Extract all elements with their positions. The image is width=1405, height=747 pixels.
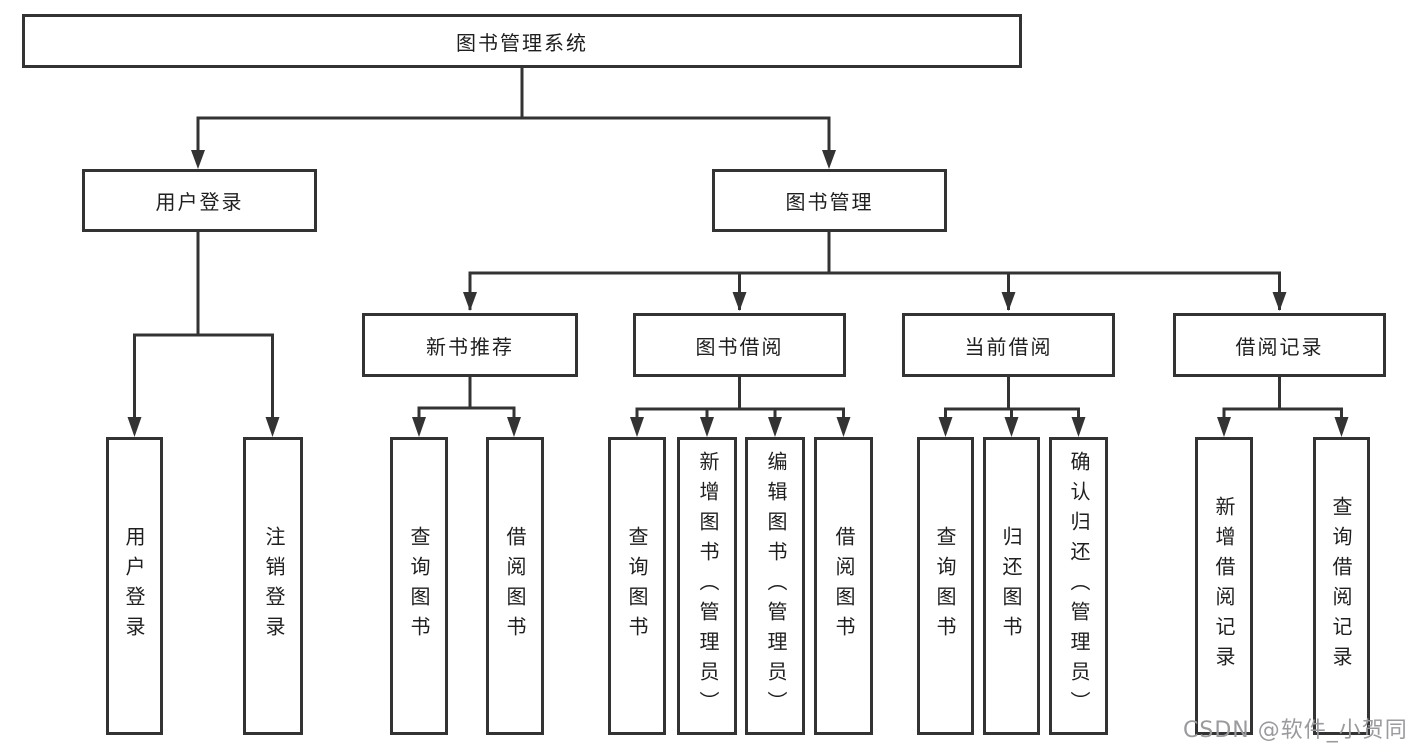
node-new-book-recommend: 新书推荐 bbox=[362, 313, 578, 377]
leaf-add-borrow-record: 新增借阅记录 bbox=[1195, 437, 1253, 735]
node-borrow-record: 借阅记录 bbox=[1173, 313, 1386, 377]
leaf-user-login: 用户登录 bbox=[106, 437, 163, 735]
csdn-watermark: CSDN @软件_小贺同学 bbox=[1183, 718, 1405, 743]
leaf-add-book-admin: 新增图书（管理员） bbox=[677, 437, 737, 735]
leaf-current-query-book: 查询图书 bbox=[917, 437, 974, 735]
leaf-edit-book-admin: 编辑图书（管理员） bbox=[745, 437, 805, 735]
leaf-borrow-query-book: 查询图书 bbox=[608, 437, 666, 735]
leaf-recommend-borrow-book: 借阅图书 bbox=[486, 437, 544, 735]
leaf-return-book: 归还图书 bbox=[983, 437, 1040, 735]
node-current-borrow: 当前借阅 bbox=[902, 313, 1115, 377]
leaf-borrow-book: 借阅图书 bbox=[814, 437, 873, 735]
node-user-login-branch: 用户登录 bbox=[82, 169, 317, 232]
arrowheads bbox=[127, 150, 1349, 437]
leaf-logout: 注销登录 bbox=[243, 437, 303, 735]
node-book-management-branch: 图书管理 bbox=[712, 169, 947, 232]
leaf-confirm-return-admin: 确认归还（管理员） bbox=[1049, 437, 1108, 735]
leaf-recommend-query-book: 查询图书 bbox=[390, 437, 448, 735]
node-book-borrow: 图书借阅 bbox=[633, 313, 846, 377]
leaf-query-borrow-record: 查询借阅记录 bbox=[1313, 437, 1370, 735]
node-library-management-system: 图书管理系统 bbox=[22, 14, 1022, 68]
